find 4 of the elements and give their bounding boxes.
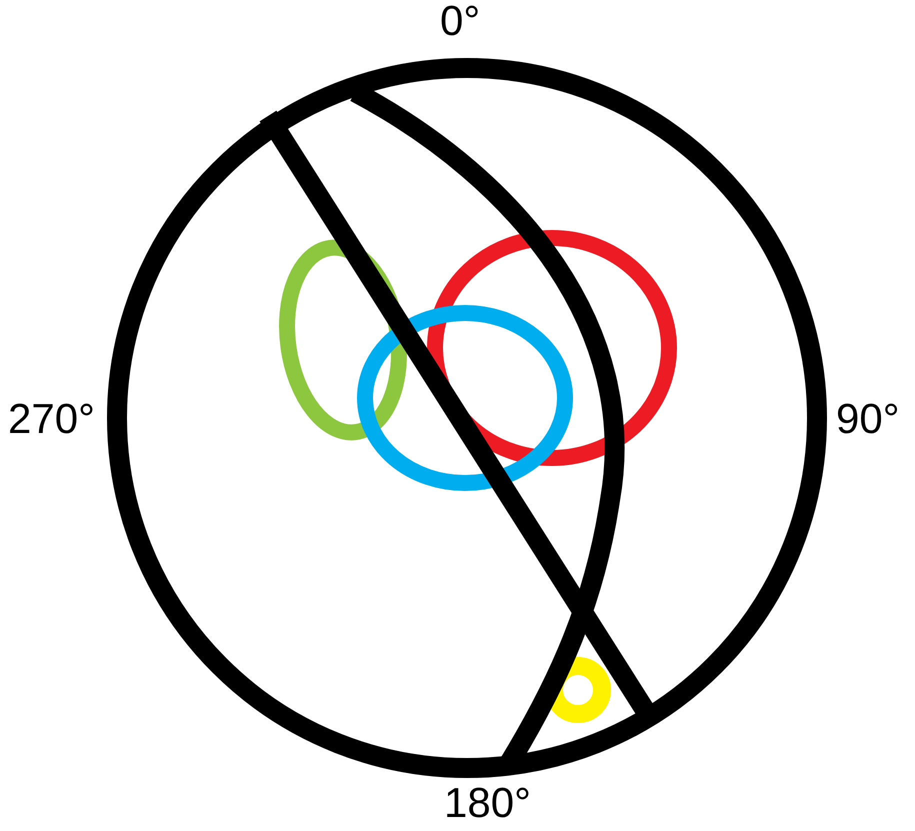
angle-label: 180°	[444, 778, 531, 828]
angle-label: 270°	[8, 394, 95, 444]
angle-label: 90°	[836, 394, 900, 444]
angle-label: 0°	[440, 0, 480, 46]
